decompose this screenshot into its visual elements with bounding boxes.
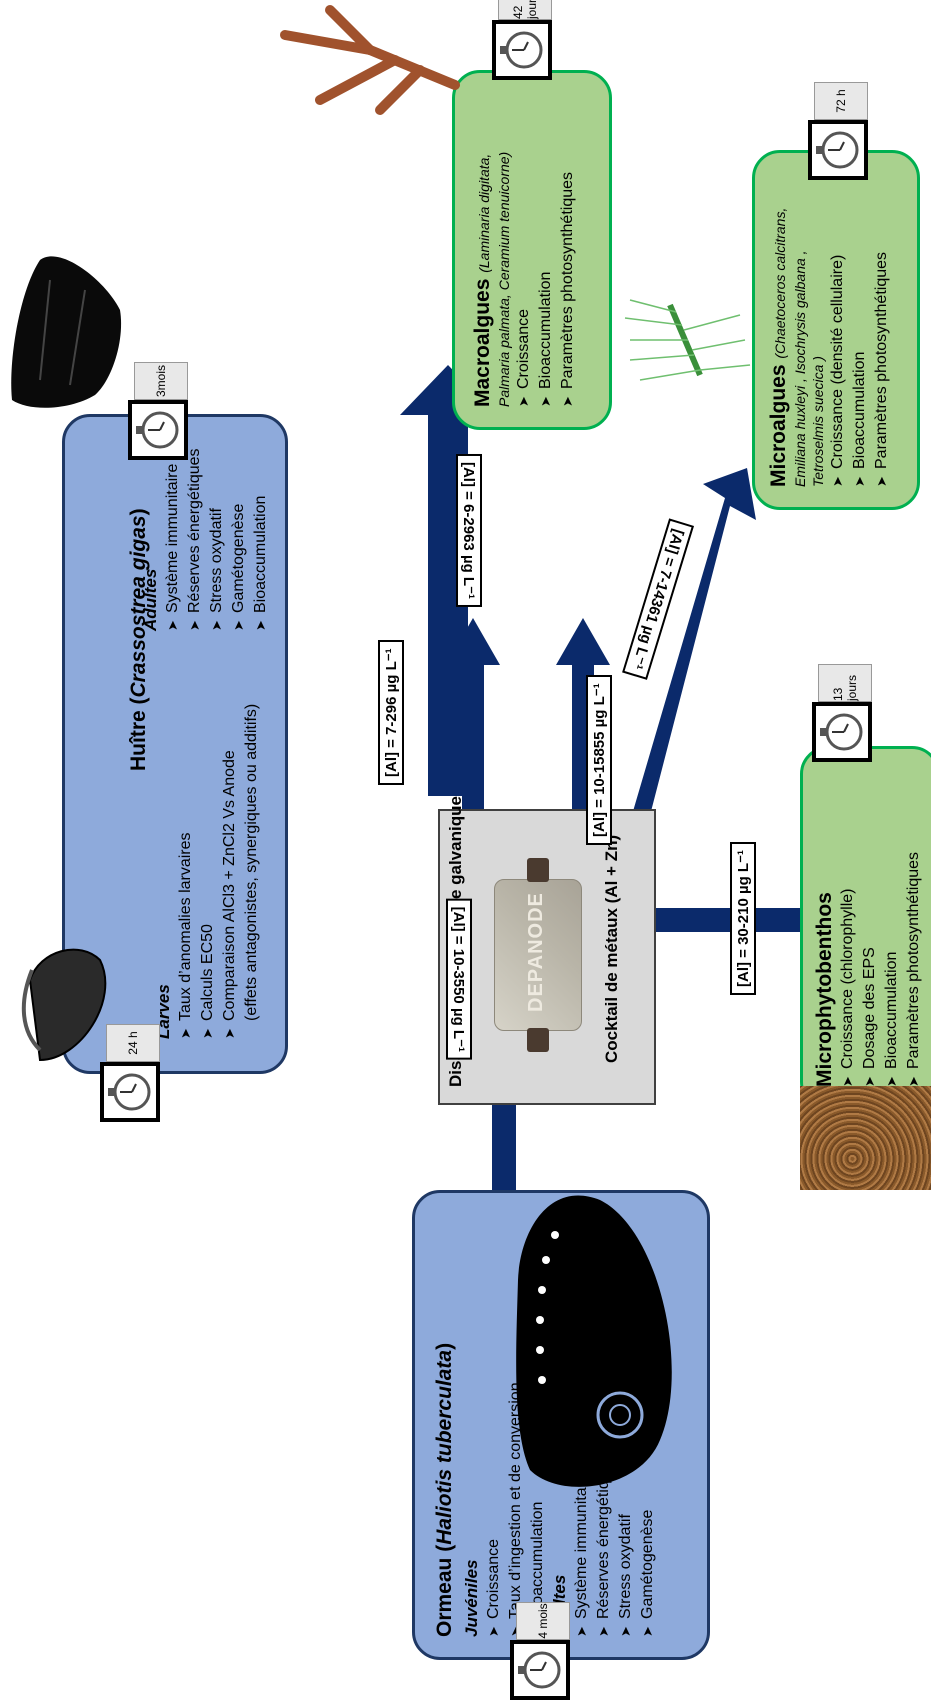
list-item: ➤Bioaccumulation [252, 495, 269, 631]
microphytobenthos-box: Microphytobenthos ➤Croissance (chlorophy… [800, 746, 931, 1110]
list-item: ➤Bioaccumulation [537, 271, 554, 407]
list-item: ➤Système immunitaire [573, 1469, 590, 1637]
microphytobenthos-list: ➤Croissance (chlorophylle) ➤Dosage des E… [837, 852, 925, 1087]
microalgae-content: Microalgues (Chaetoceros calcitrans, Emi… [767, 208, 893, 487]
arrow-oyster-larvae [556, 618, 610, 845]
oyster-larvae-heading: Larves [154, 984, 173, 1039]
conc-oyster-larvae: [Al] = 10-15855 µg L⁻¹ [586, 675, 612, 845]
stopwatch-icon [510, 1640, 570, 1700]
stopwatch-icon [808, 120, 868, 180]
timer-label: 3mois [134, 362, 188, 400]
stopwatch-icon [812, 702, 872, 762]
list-item: ➤Paramètres photosynthétiques [873, 251, 890, 487]
timer-label: 13 jours [818, 664, 872, 702]
stopwatch-icon [128, 400, 188, 460]
list-item: ➤Croissance [515, 308, 532, 407]
list-item: ➤Stress oxydatif [208, 508, 225, 631]
microalgae-title: Microalgues (Chaetoceros calcitrans, [767, 207, 790, 487]
microalgae-species-3: Tetroselmis suecica ) [810, 356, 826, 487]
center-subtitle: Cocktail de métaux (Al + Zn) [602, 834, 621, 1063]
abalone-title: Ormeau (Haliotis tuberculata) [433, 1342, 456, 1637]
macroalgae-content: Macroalgues (Laminaria digitata, Palmari… [471, 152, 579, 407]
list-item: ➤Calculs EC50 [199, 924, 216, 1039]
list-item: ➤Réserves énergétiques [186, 448, 203, 631]
timer-label: 72 h [814, 82, 868, 120]
abalone-adults-list: ➤Système immunitaire ➤Réserves énergétiq… [571, 1382, 659, 1637]
abalone-juveniles-list: ➤Croissance ➤Taux d’ingestion et de conv… [483, 1382, 549, 1637]
macroalgae-list: ➤Croissance ➤Bioaccumulation ➤Paramètres… [513, 152, 579, 407]
conc-abalone: [Al] = 10-3550 µg L⁻¹ [446, 898, 472, 1060]
list-item: ➤Croissance (densité cellulaire) [829, 254, 846, 487]
arrow-macroalgae [400, 365, 496, 820]
list-item: ➤Croissance (chlorophylle) [839, 888, 856, 1087]
list-item: ➤Stress oxydatif [617, 1514, 634, 1637]
anode-tab-left [527, 1028, 549, 1052]
list-item: ➤Bioaccumulation [529, 1501, 546, 1637]
list-item: ➤Système immunitaire [164, 463, 181, 631]
macroalgae-box: Macroalgues (Laminaria digitata, Palmari… [452, 70, 612, 430]
microalgae-species-2: Emiliana huxleyi , Isochrysis galbana , [792, 250, 808, 487]
macroalgae-species: Palmaria palmata, Ceramium tenuicorne) [496, 151, 512, 407]
timer-label: 24 h [106, 1024, 160, 1062]
abalone-adults-heading: Adultes [549, 1382, 571, 1637]
anode-image: DEPANODE [494, 858, 582, 1052]
list-item: ➤Bioaccumulation [883, 951, 900, 1087]
oyster-adults-list: ➤Système immunitaire ➤Réserves énergétiq… [162, 448, 272, 631]
microalgae-list: ➤Croissance (densité cellulaire) ➤Bioacc… [827, 208, 893, 487]
oyster-adults-heading: Adultes [141, 568, 160, 631]
conc-oyster-adults: [Al] = 7-296 µg L⁻¹ [378, 640, 404, 785]
abalone-box: Ormeau (Haliotis tuberculata) Juvéniles … [412, 1190, 710, 1660]
list-item: ➤Paramètres photosynthétiques [905, 851, 922, 1087]
stopwatch-icon [492, 20, 552, 80]
microphytobenthos-content: Microphytobenthos ➤Croissance (chlorophy… [813, 852, 925, 1087]
list-item: ➤Bioaccumulation [851, 351, 868, 487]
list-item: ➤Taux d’ingestion et de conversion [507, 1382, 524, 1637]
list-item: (effets antagonistes, synergiques ou add… [243, 703, 260, 1021]
timer-label: 4 mois [516, 1602, 570, 1640]
list-item: ➤Paramètres photosynthétiques [559, 171, 576, 407]
timer-label: 42 jours [498, 0, 552, 20]
list-item: ➤Dosage des EPS [861, 947, 878, 1087]
macroalgae-title: Macroalgues (Laminaria digitata, [471, 153, 494, 407]
sediment-image [800, 1086, 931, 1190]
oyster-larvae-list: ➤Taux d’anomalies larvaires ➤Calculs EC5… [175, 704, 263, 1039]
abalone-juveniles-heading: Juvéniles [462, 1559, 481, 1638]
list-item: ➤Réserves énergétiques [595, 1454, 612, 1637]
oyster-adults-block: Adultes ➤Système immunitaire ➤Réserves é… [140, 448, 272, 631]
oyster-box: Huître (Crassostrea gigas) Larves ➤Taux … [62, 414, 288, 1074]
stopwatch-icon [100, 1062, 160, 1122]
conc-microphytobenthos: [Al] = 30-210 µg L⁻¹ [730, 841, 756, 995]
list-item: ➤Gamétogenèse [230, 503, 247, 631]
list-item: ➤Croissance [485, 1538, 502, 1637]
microphytobenthos-title: Microphytobenthos [813, 892, 836, 1087]
list-item: ➤Taux d’anomalies larvaires [177, 832, 194, 1039]
anode-text: DEPANODE [525, 892, 547, 1012]
conc-macroalgae: [Al] = 6-2963 µg L⁻¹ [456, 453, 482, 607]
oyster-larvae-block: Larves ➤Taux d’anomalies larvaires ➤Calc… [153, 704, 263, 1039]
list-item: ➤Comparaison AlCl3 + ZnCl2 Vs Anode [221, 750, 238, 1039]
microalgae-box: Microalgues (Chaetoceros calcitrans, Emi… [752, 150, 920, 510]
arrow-microalgae [622, 468, 756, 872]
list-item: ➤Gamétogenèse [639, 1509, 656, 1637]
abalone-content: Juvéniles ➤Croissance ➤Taux d’ingestion … [461, 1382, 659, 1637]
anode-tab-right [527, 858, 549, 882]
arrow-oyster-adults [446, 618, 500, 845]
